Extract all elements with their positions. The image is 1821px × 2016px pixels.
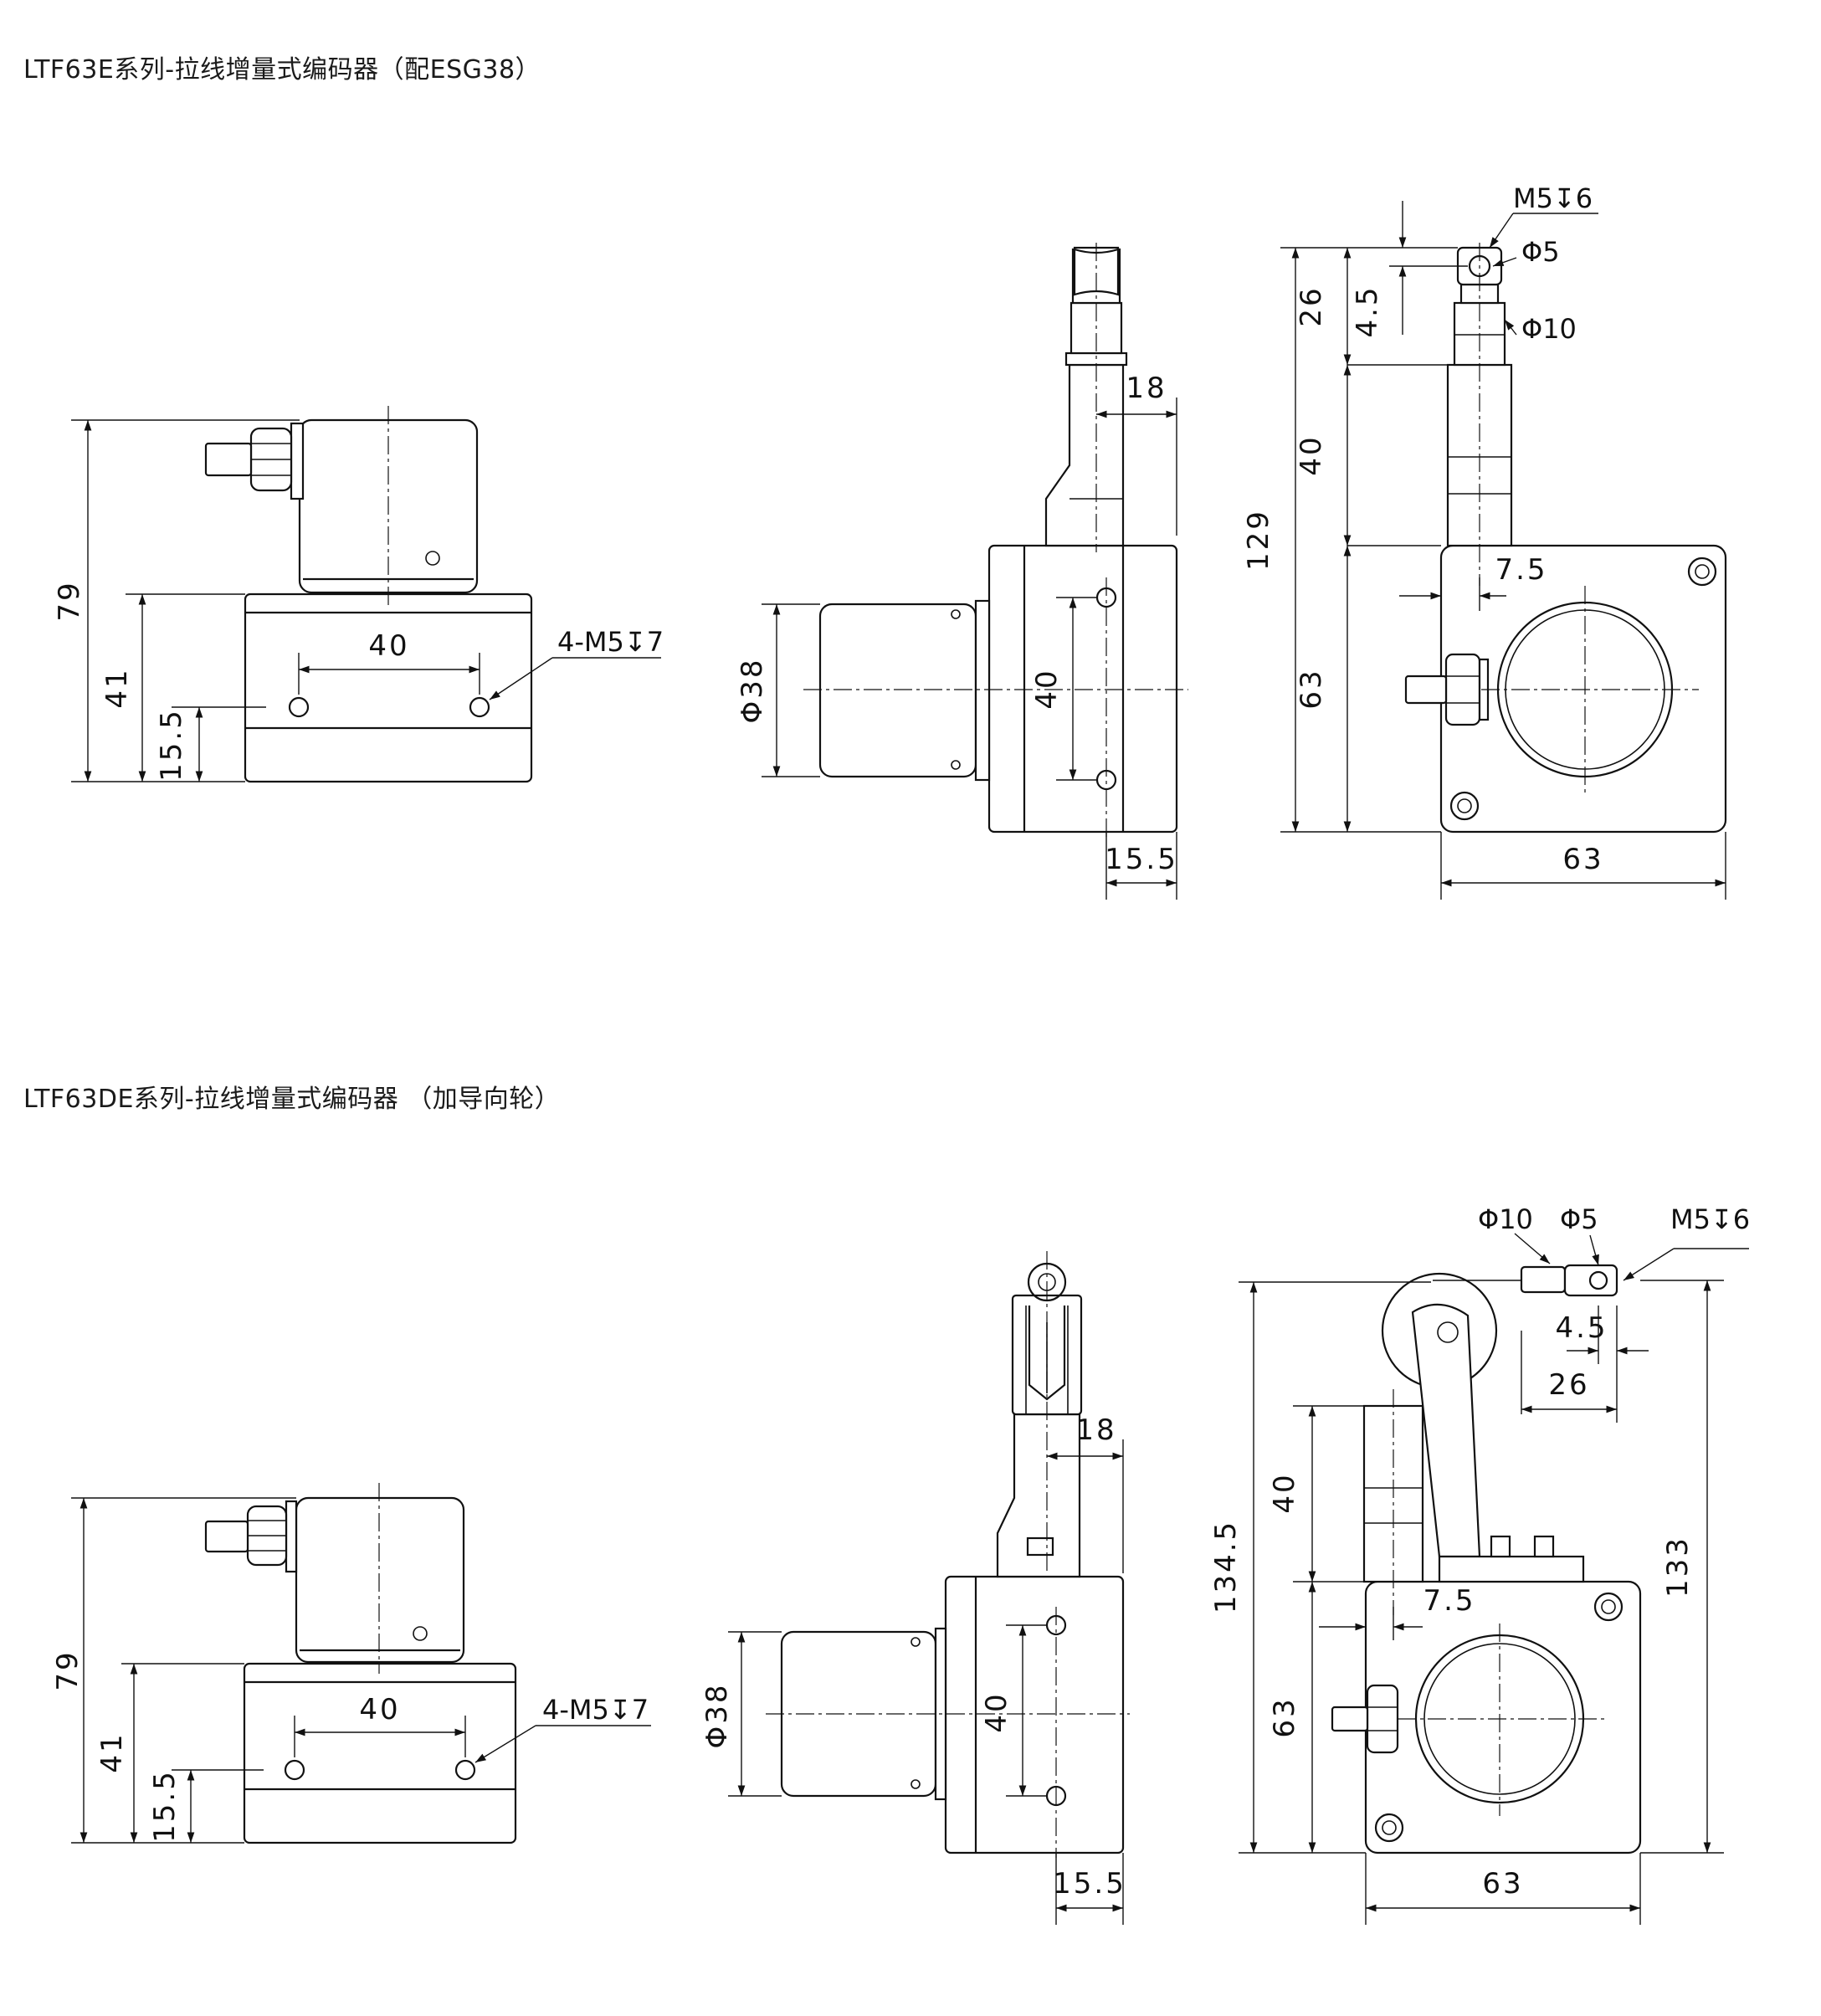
dim-offset-hole-2: 15.5 (1053, 1867, 1126, 1901)
dim-hole-height-2: 15.5 (148, 1769, 182, 1843)
dim-middle-2: 40 (1268, 1472, 1301, 1513)
dim-total-height: 79 (53, 580, 86, 621)
callout-thread-2: M5↧6 (1670, 1203, 1750, 1235)
callout-thread: M5↧6 (1513, 182, 1593, 214)
callout-rod: Φ10 (1521, 313, 1577, 345)
dim-offset-hole: 15.5 (1105, 843, 1178, 876)
dim-offset-cable-2: 18 (1075, 1413, 1116, 1447)
dim-hole-spacing: 40 (368, 629, 409, 663)
dim-hole-spacing-front-2: 40 (980, 1691, 1013, 1732)
front-view-1: Φ38 40 18 15.5 (736, 243, 1188, 900)
dim-total-height-2: 79 (51, 1649, 85, 1690)
hole-callout-2: 4-M5↧7 (542, 1694, 649, 1726)
dim-overall-height-2: 134.5 (1209, 1520, 1243, 1613)
dim-middle: 40 (1295, 434, 1328, 475)
end-view-2: 134.5 40 63 133 4.5 26 63 7.5 Φ10 Φ5 M5↧… (1209, 1203, 1750, 1925)
dim-arm-offset: 26 (1548, 1368, 1589, 1402)
side-view-1: 79 41 15.5 40 4-M5↧7 (53, 406, 664, 783)
callout-hole: Φ5 (1521, 236, 1560, 268)
dim-width: 63 (1562, 843, 1603, 876)
dim-eyelet-offset: 4.5 (1351, 285, 1384, 337)
dim-hole-spacing-front: 40 (1030, 668, 1064, 709)
section-title-ltf63de: LTF63DE系列-拉线增量式编码器 （加导向轮） (23, 1085, 561, 1114)
dim-overall-height: 129 (1242, 509, 1275, 571)
dim-encoder-diameter-2: Φ38 (700, 1682, 734, 1748)
dim-offset-cable: 18 (1126, 372, 1167, 405)
dim-eyelet-offset-2: 4.5 (1555, 1311, 1608, 1345)
hole-callout: 4-M5↧7 (557, 626, 664, 658)
dim-encoder-diameter: Φ38 (736, 657, 769, 723)
dim-top: 26 (1295, 285, 1328, 326)
callout-hole-2: Φ5 (1560, 1203, 1598, 1235)
dim-side-offset-2: 7.5 (1423, 1584, 1475, 1618)
dim-bottom: 63 (1295, 668, 1328, 709)
front-view-2: Φ38 40 18 15.5 (700, 1251, 1130, 1925)
dim-base-height: 41 (100, 667, 134, 708)
dim-width-2: 63 (1482, 1867, 1523, 1901)
dim-right-height: 133 (1661, 1536, 1695, 1598)
dim-hole-spacing-2: 40 (359, 1693, 400, 1726)
end-view-1: 129 26 40 63 4.5 63 7.5 M5↧6 Φ5 Φ10 (1242, 182, 1727, 900)
dim-bottom-2: 63 (1268, 1696, 1301, 1737)
callout-rod-2: Φ10 (1478, 1203, 1533, 1235)
dim-base-height-2: 41 (95, 1731, 129, 1772)
side-view-2: 79 41 15.5 40 4-M5↧7 (51, 1483, 651, 1844)
section-title-ltf63e: LTF63E系列-拉线增量式编码器（配ESG38） (23, 55, 541, 85)
dim-hole-height: 15.5 (155, 708, 188, 782)
dim-side-offset: 7.5 (1495, 553, 1547, 587)
